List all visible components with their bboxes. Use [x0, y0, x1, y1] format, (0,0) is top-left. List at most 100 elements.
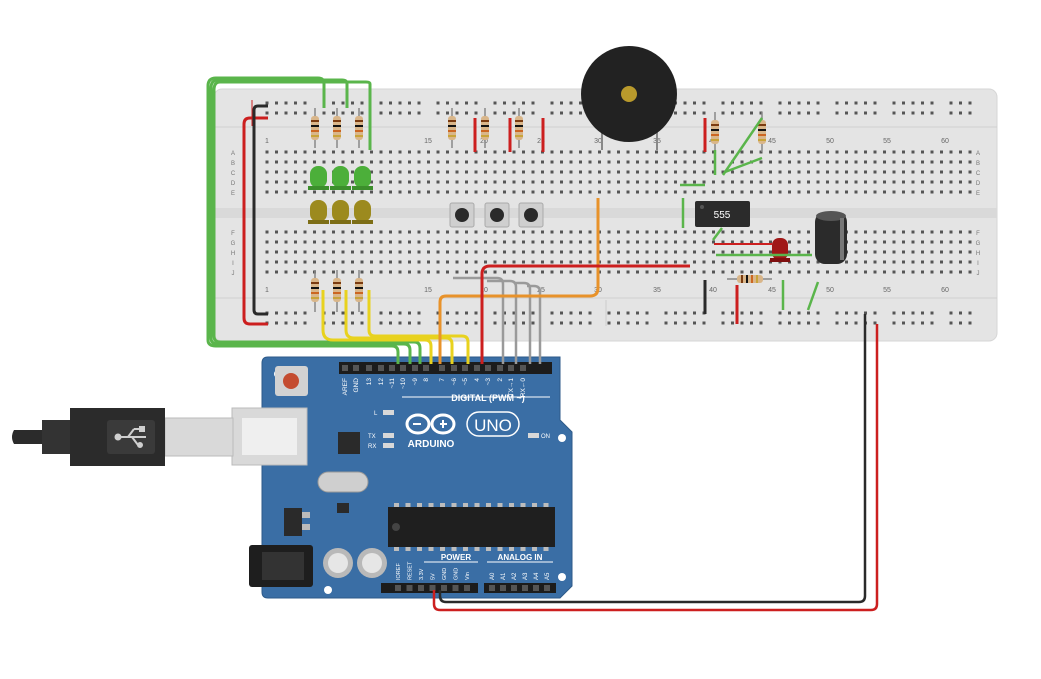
breadboard-hole[interactable]	[930, 270, 934, 274]
breadboard-hole[interactable]	[512, 160, 516, 164]
breadboard-hole[interactable]	[902, 180, 905, 184]
breadboard-hole[interactable]	[303, 180, 307, 184]
breadboard-hole[interactable]	[579, 180, 582, 184]
breadboard-hole[interactable]	[892, 101, 896, 105]
wire-black-power[interactable]	[438, 314, 867, 604]
breadboard-hole[interactable]	[683, 190, 687, 194]
breadboard-hole[interactable]	[797, 311, 801, 315]
breadboard-hole[interactable]	[702, 170, 706, 174]
breadboard-hole[interactable]	[550, 240, 554, 244]
breadboard-hole[interactable]	[465, 111, 468, 115]
breadboard-hole[interactable]	[883, 240, 886, 244]
breadboard-hole[interactable]	[902, 160, 905, 164]
breadboard-hole[interactable]	[550, 260, 554, 264]
breadboard-hole[interactable]	[265, 190, 269, 194]
breadboard-hole[interactable]	[607, 270, 611, 274]
breadboard-hole[interactable]	[807, 150, 810, 154]
breadboard-hole[interactable]	[284, 160, 288, 164]
breadboard-hole[interactable]	[702, 250, 706, 254]
breadboard-hole[interactable]	[731, 260, 734, 264]
header-pin[interactable]	[464, 585, 470, 591]
breadboard-hole[interactable]	[845, 111, 848, 115]
breadboard-hole[interactable]	[531, 101, 535, 105]
breadboard-hole[interactable]	[693, 250, 696, 254]
breadboard-hole[interactable]	[512, 260, 516, 264]
breadboard-hole[interactable]	[408, 170, 411, 174]
breadboard-hole[interactable]	[778, 160, 782, 164]
breadboard-hole[interactable]	[607, 321, 611, 325]
breadboard-hole[interactable]	[408, 240, 411, 244]
breadboard-hole[interactable]	[531, 260, 535, 264]
breadboard-hole[interactable]	[398, 230, 402, 234]
header-pin[interactable]	[395, 585, 401, 591]
breadboard-hole[interactable]	[731, 250, 734, 254]
header-pin[interactable]	[497, 365, 503, 371]
breadboard-hole[interactable]	[503, 190, 506, 194]
breadboard-hole[interactable]	[341, 250, 345, 254]
breadboard-hole[interactable]	[930, 170, 934, 174]
breadboard-hole[interactable]	[892, 321, 896, 325]
breadboard-hole[interactable]	[379, 101, 383, 105]
breadboard-hole[interactable]	[503, 170, 506, 174]
breadboard-hole[interactable]	[322, 160, 326, 164]
breadboard-hole[interactable]	[550, 311, 554, 315]
breadboard-hole[interactable]	[493, 270, 497, 274]
breadboard-hole[interactable]	[911, 190, 915, 194]
breadboard-hole[interactable]	[522, 260, 525, 264]
breadboard-hole[interactable]	[607, 190, 611, 194]
breadboard-hole[interactable]	[655, 240, 658, 244]
breadboard-hole[interactable]	[721, 250, 725, 254]
breadboard-hole[interactable]	[484, 250, 487, 254]
breadboard-hole[interactable]	[265, 240, 269, 244]
breadboard-hole[interactable]	[921, 101, 924, 105]
breadboard-hole[interactable]	[911, 170, 915, 174]
breadboard-hole[interactable]	[427, 150, 430, 154]
breadboard-hole[interactable]	[588, 150, 592, 154]
breadboard-hole[interactable]	[731, 270, 734, 274]
breadboard-hole[interactable]	[797, 180, 801, 184]
breadboard-hole[interactable]	[446, 190, 449, 194]
breadboard-hole[interactable]	[873, 180, 877, 184]
breadboard-hole[interactable]	[455, 101, 459, 105]
breadboard-hole[interactable]	[322, 111, 326, 115]
breadboard-hole[interactable]	[360, 150, 364, 154]
breadboard-hole[interactable]	[341, 311, 345, 315]
breadboard-hole[interactable]	[949, 260, 953, 264]
breadboard-hole[interactable]	[275, 240, 278, 244]
timer-555-chip[interactable]: 555	[695, 201, 750, 227]
breadboard-hole[interactable]	[968, 160, 972, 164]
breadboard-hole[interactable]	[683, 240, 687, 244]
breadboard-hole[interactable]	[911, 260, 915, 264]
breadboard-hole[interactable]	[769, 180, 772, 184]
breadboard-hole[interactable]	[284, 240, 288, 244]
breadboard-hole[interactable]	[940, 250, 943, 254]
breadboard-hole[interactable]	[531, 240, 535, 244]
breadboard-hole[interactable]	[579, 240, 582, 244]
breadboard-hole[interactable]	[854, 170, 858, 174]
breadboard-hole[interactable]	[322, 150, 326, 154]
breadboard-hole[interactable]	[284, 311, 288, 315]
breadboard-hole[interactable]	[389, 311, 392, 315]
breadboard-hole[interactable]	[816, 170, 820, 174]
breadboard-hole[interactable]	[408, 160, 411, 164]
breadboard-hole[interactable]	[693, 260, 696, 264]
dc-power-jack[interactable]	[249, 545, 313, 587]
breadboard-hole[interactable]	[408, 190, 411, 194]
breadboard-hole[interactable]	[883, 260, 886, 264]
breadboard-hole[interactable]	[522, 170, 525, 174]
breadboard-hole[interactable]	[427, 270, 430, 274]
breadboard-hole[interactable]	[940, 160, 943, 164]
breadboard-hole[interactable]	[465, 150, 468, 154]
breadboard-hole[interactable]	[816, 150, 820, 154]
breadboard-hole[interactable]	[351, 101, 354, 105]
breadboard-hole[interactable]	[607, 160, 611, 164]
breadboard-hole[interactable]	[294, 311, 297, 315]
header-pin[interactable]	[342, 365, 348, 371]
breadboard-hole[interactable]	[446, 101, 449, 105]
breadboard-hole[interactable]	[313, 230, 316, 234]
breadboard-hole[interactable]	[683, 260, 687, 264]
breadboard-hole[interactable]	[826, 270, 829, 274]
breadboard-hole[interactable]	[626, 160, 630, 164]
breadboard-hole[interactable]	[512, 111, 516, 115]
